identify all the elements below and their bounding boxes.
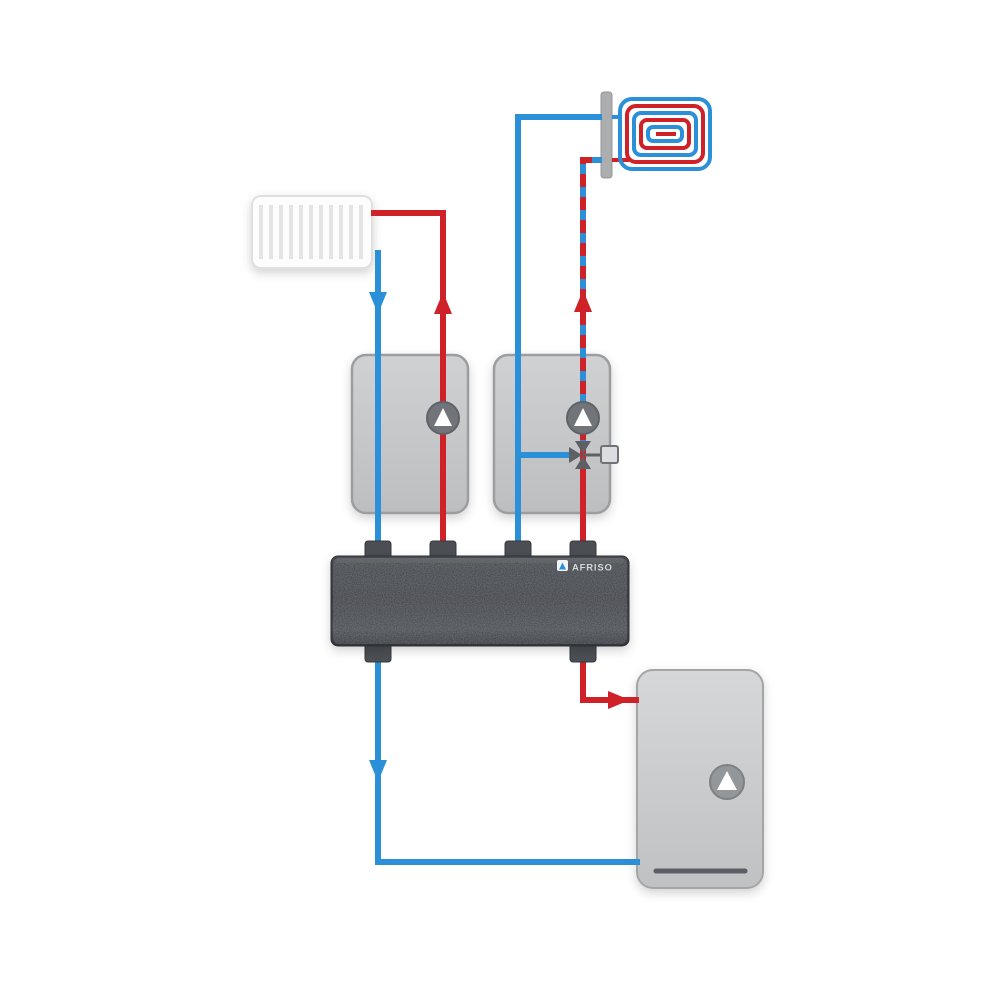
mixing-valve-icon — [569, 441, 591, 469]
radiator — [251, 195, 373, 269]
pump-group-left-box — [350, 353, 470, 515]
afriso-logo: AFRISO — [557, 560, 613, 574]
floor-return-pipe — [515, 114, 602, 556]
pump-group-fittings — [426, 401, 619, 469]
boiler — [636, 669, 764, 889]
radiator-fins — [259, 205, 363, 259]
coil-ring-1 — [618, 97, 712, 171]
afriso-logo-text: AFRISO — [572, 563, 613, 574]
floor-heating-manifold-bar — [600, 91, 613, 179]
flow-arrow-down-icon — [369, 292, 387, 314]
boiler-pump-rotor-icon — [717, 771, 737, 790]
coil-ring-5 — [646, 125, 684, 143]
manifold-top-highlight — [336, 558, 624, 563]
coil-ring-4 — [639, 118, 691, 150]
pump-group-right-box — [492, 353, 612, 515]
flow-arrow-up-icon — [434, 292, 452, 314]
pump-rotor-icon — [434, 408, 452, 426]
valve-actuator — [600, 445, 619, 464]
afriso-logo-triangle-icon — [559, 562, 566, 570]
radiator-supply-pipe — [371, 210, 446, 556]
manifold-port-bottom — [569, 643, 597, 663]
mixed-flow-dash-overlay — [580, 157, 602, 444]
boiler-return-pipe — [375, 648, 640, 865]
flow-arrow-up-icon — [574, 290, 592, 312]
manifold: AFRISO — [330, 540, 630, 663]
floor-heating-circuit — [600, 91, 712, 179]
coil-ring-2 — [625, 104, 705, 164]
flow-arrows — [369, 290, 630, 782]
flow-arrow-down-icon — [369, 760, 387, 782]
boiler-body — [636, 669, 764, 889]
pump-rotor-icon — [574, 408, 592, 426]
manifold-texture — [333, 558, 627, 644]
manifold-port-bottom — [364, 643, 392, 663]
flow-arrow-right-icon — [608, 691, 630, 709]
coil-ring-3 — [632, 111, 698, 157]
